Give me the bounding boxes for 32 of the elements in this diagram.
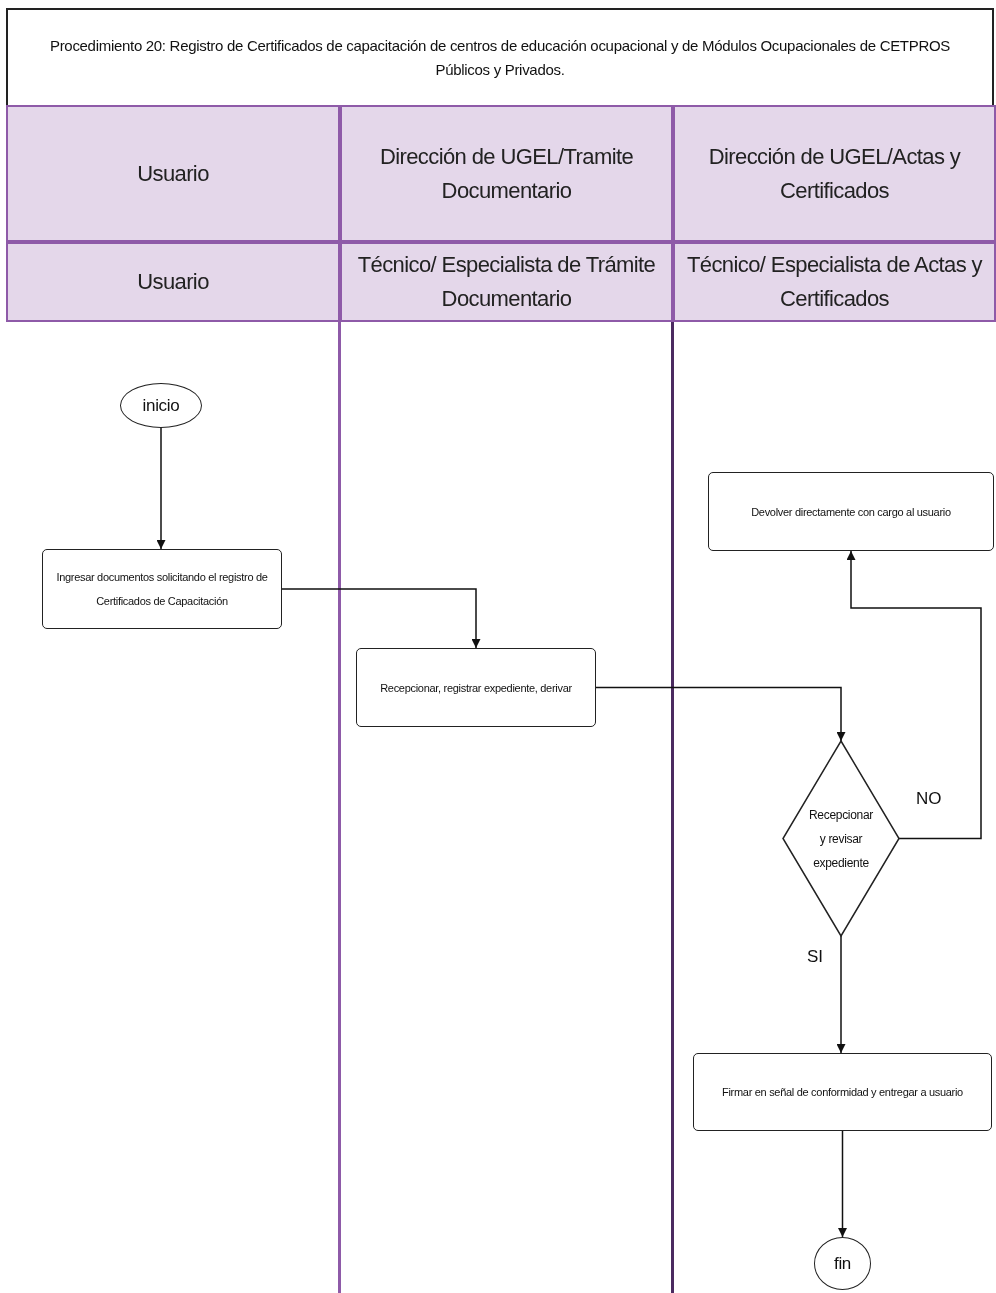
lane-title: Técnico/ Especialista de Actas y Certificados xyxy=(685,251,984,313)
diagram-title: Procedimiento 20: Registro de Certificados de capacitación de centros de educación ocupacional y de Módulos Ocupacionales de CETPROS Públicos y Privados. xyxy=(48,35,952,80)
lane-header-cell xyxy=(673,242,996,322)
arrow xyxy=(846,550,982,840)
process-label: Devolver directamente con cargo al usuario xyxy=(751,504,951,520)
lane-title: Dirección de UGEL/Tramite Documentario xyxy=(378,142,635,205)
process-box xyxy=(42,549,282,629)
terminator-label: inicio xyxy=(142,394,180,417)
lane-header-cell xyxy=(673,105,996,242)
arrow xyxy=(156,427,166,550)
lane-title: Dirección de UGEL/Actas y Certificados xyxy=(707,142,962,205)
lane-header-cell xyxy=(6,242,340,322)
lane-title: Técnico/ Especialista de Trámite Documentario xyxy=(356,251,657,313)
process-box xyxy=(693,1053,992,1131)
process-box xyxy=(708,472,994,551)
process-box xyxy=(356,648,596,727)
decision-diamond xyxy=(783,741,899,936)
arrow xyxy=(838,1130,847,1238)
process-label: Ingresar documentos solicitando el registro de Certificados de Capacitación xyxy=(55,570,269,609)
process-label: Recepcionar, registrar expediente, derivar xyxy=(380,680,572,696)
decision-label: Recepcionar y revisar expediente xyxy=(808,807,874,870)
lane-header-cell xyxy=(6,105,340,242)
lane-header-cell xyxy=(340,105,673,242)
arrow xyxy=(595,686,846,742)
lane-header-cell xyxy=(340,242,673,322)
terminator-ellipse xyxy=(814,1237,871,1290)
lane-title: Usuario xyxy=(137,268,209,296)
process-label: Firmar en señal de conformidad y entregar a usuario xyxy=(722,1085,963,1100)
arrow xyxy=(836,935,846,1054)
arrow xyxy=(281,588,481,649)
terminator-label: fin xyxy=(833,1252,852,1275)
lane-title: Usuario xyxy=(137,159,209,188)
